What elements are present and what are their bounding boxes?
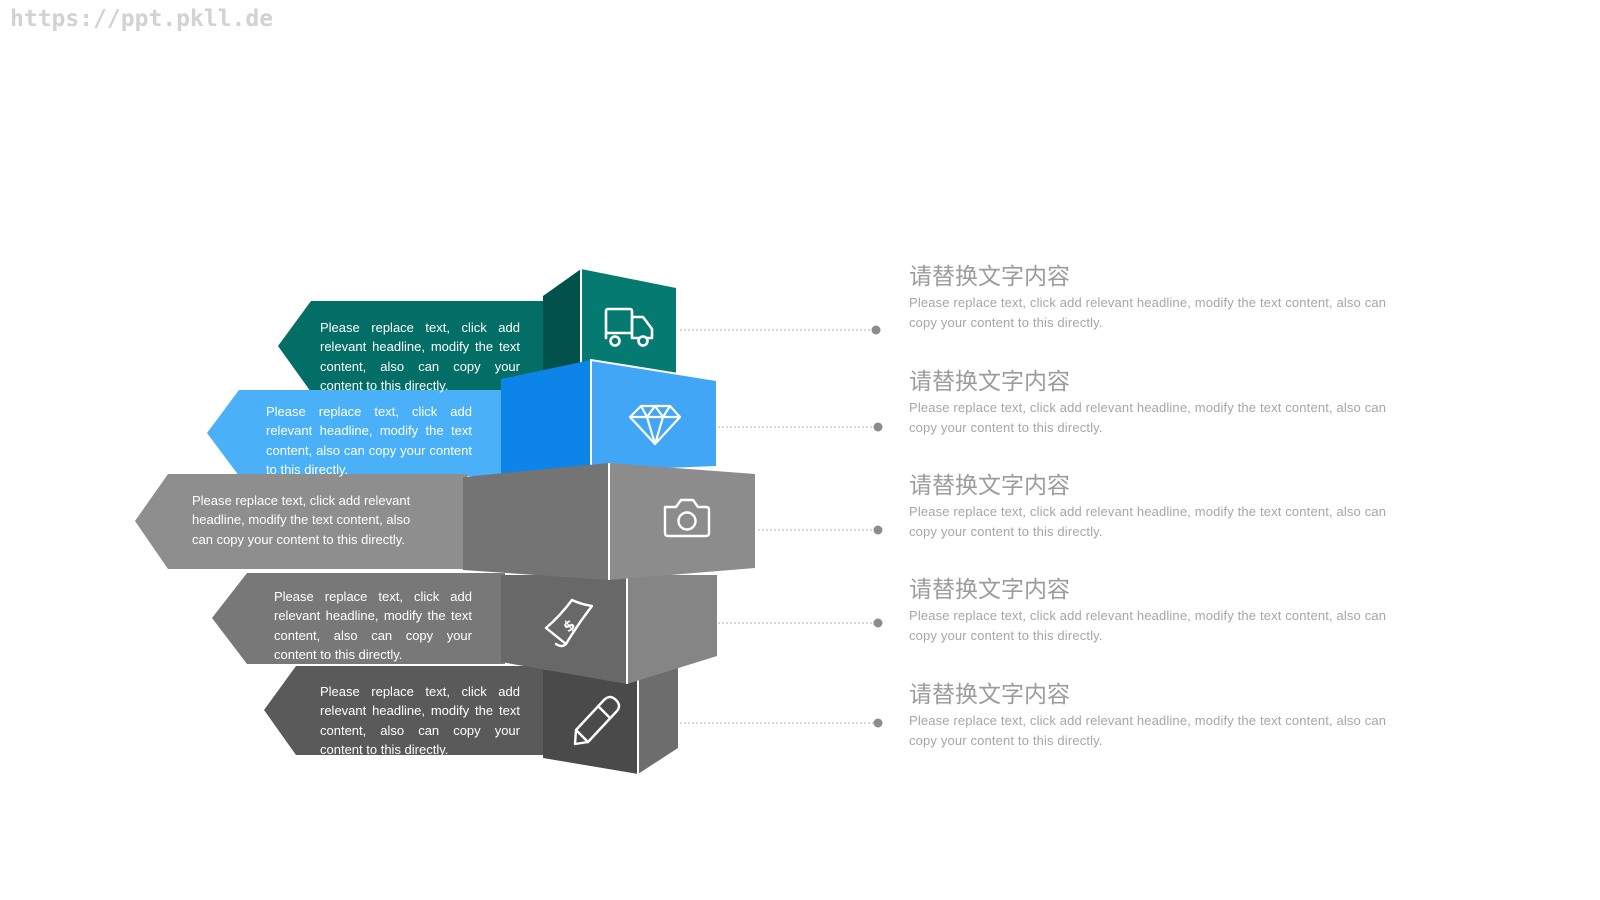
- block-5-front: [638, 665, 678, 774]
- step-2-info: 请替换文字内容 Please replace text, click add r…: [909, 368, 1399, 437]
- diamond-icon: [628, 404, 682, 446]
- block-2-side: [501, 360, 591, 477]
- block-5-side: [543, 668, 638, 774]
- step-5-tag-text: Please replace text, click add relevant …: [320, 684, 520, 755]
- step-4-description: Please replace text, click add relevant …: [909, 608, 1387, 643]
- block-4-front: [627, 575, 717, 684]
- step-5-description: Please replace text, click add relevant …: [909, 713, 1387, 748]
- step-5-title: 请替换文字内容: [909, 682, 1070, 708]
- connectors: [680, 329, 878, 724]
- block-4: [212, 573, 717, 684]
- block-1: [278, 269, 676, 392]
- block-3-front: [609, 463, 755, 580]
- truck-icon: [604, 307, 654, 347]
- block-3: [135, 463, 755, 580]
- block-2-front: [591, 360, 716, 471]
- step-4-title: 请替换文字内容: [909, 577, 1070, 603]
- step-5-info: 请替换文字内容 Please replace text, click add r…: [909, 681, 1399, 750]
- pencil-icon: [573, 695, 621, 746]
- block-1-front: [581, 269, 676, 380]
- block-1-tag: [278, 301, 546, 392]
- step-1-tag-text: Please replace text, click add relevant …: [320, 320, 520, 394]
- step-4-tag-text: Please replace text, click add relevant …: [274, 589, 472, 663]
- block-5-tag: [264, 666, 545, 755]
- block-1-side: [543, 269, 581, 386]
- connector-dots: [871, 325, 883, 728]
- block-4-tag: [212, 573, 505, 664]
- block-3-side: [463, 463, 609, 580]
- step-2-description: Please replace text, click add relevant …: [909, 400, 1387, 435]
- watermark: https://ppt.pkll.de: [10, 6, 274, 32]
- step-4-info: 请替换文字内容 Please replace text, click add r…: [909, 576, 1399, 645]
- block-5: [264, 665, 678, 774]
- step-2-title: 请替换文字内容: [909, 369, 1070, 395]
- step-3-tag-text: Please replace text, click add relevant …: [192, 493, 411, 547]
- step-3-title: 请替换文字内容: [909, 473, 1070, 499]
- step-3-description: Please replace text, click add relevant …: [909, 504, 1387, 539]
- step-1-title: 请替换文字内容: [909, 264, 1070, 290]
- step-3-info: 请替换文字内容 Please replace text, click add r…: [909, 472, 1399, 541]
- step-1-description: Please replace text, click add relevant …: [909, 295, 1387, 330]
- block-3-tag: [135, 474, 467, 569]
- step-2-tag-text: Please replace text, click add relevant …: [266, 404, 472, 478]
- block-2-tag: [207, 390, 505, 476]
- step-1-info: 请替换文字内容 Please replace text, click add r…: [909, 263, 1399, 332]
- block-2: [207, 358, 717, 477]
- camera-icon: [663, 498, 711, 538]
- block-4-side: [501, 575, 627, 684]
